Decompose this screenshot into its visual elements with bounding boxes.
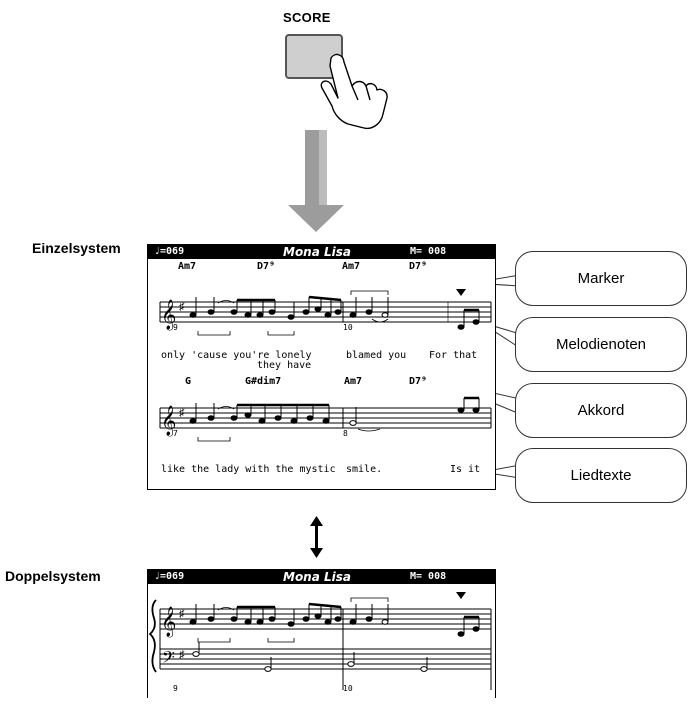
key-signature: ♯ xyxy=(179,407,185,419)
measure-display: M= 008 xyxy=(410,246,447,257)
tempo-display: ♩=069 xyxy=(154,571,185,582)
measure-number: 8 xyxy=(343,429,348,438)
chord-label: G#dim7 xyxy=(245,376,282,387)
song-title: Mona Lisa xyxy=(283,245,352,259)
pressing-hand-icon xyxy=(320,53,388,130)
single-system-label: Einzelsystem xyxy=(32,240,121,256)
marker-icon xyxy=(456,592,466,599)
grand-staff-graphics: 𝄞 𝄢 ♯ ♯ xyxy=(148,592,492,690)
lyrics-text: smile. xyxy=(346,464,383,475)
double-system-label: Doppelsystem xyxy=(5,568,101,584)
chord-label: G xyxy=(185,376,192,387)
score-button-label: SCORE xyxy=(283,10,331,25)
measure-number: 9 xyxy=(173,323,178,332)
chord-label: D7⁹ xyxy=(409,376,428,387)
lyrics-text: blamed you xyxy=(346,350,407,361)
measure-number: 7 xyxy=(173,429,178,438)
down-arrow-icon xyxy=(288,130,344,232)
treble-clef-icon: 𝄞 xyxy=(161,606,176,638)
treble-clef-icon: 𝄞 xyxy=(161,405,176,437)
chord-label: Am7 xyxy=(344,376,363,387)
tempo-display: ♩=069 xyxy=(154,246,185,257)
callout-label: Liedtexte xyxy=(570,467,632,484)
chord-label: D7⁹ xyxy=(257,261,276,272)
double-arrow-icon xyxy=(310,516,323,558)
brace-icon xyxy=(148,599,157,673)
melody-notes xyxy=(189,295,480,330)
marker-icon xyxy=(456,289,466,296)
key-signature: ♯ xyxy=(179,301,185,313)
lyrics-text: For that xyxy=(429,350,478,361)
lyrics-text: only 'cause you're lonely xyxy=(161,350,312,361)
treble-clef-icon: 𝄞 xyxy=(161,299,176,331)
callout-label: Marker xyxy=(577,270,625,287)
song-title: Mona Lisa xyxy=(283,570,352,584)
callout-chord: Akkord xyxy=(515,383,687,438)
chord-label: Am7 xyxy=(342,261,361,272)
callout-label: Akkord xyxy=(577,402,625,419)
lyrics-text: Is it xyxy=(450,464,481,475)
score-screen-double: ♩=069 Mona Lisa M= 008 𝄞 𝄢 ♯ ♯ xyxy=(147,569,496,698)
screen-header: ♩=069 Mona Lisa M= 008 xyxy=(148,245,495,259)
melody-notes xyxy=(189,396,480,426)
bass-notes xyxy=(192,642,428,672)
key-signature: ♯ xyxy=(179,608,185,620)
callout-marker: Marker xyxy=(515,251,687,306)
staff-graphics: 𝄞 ♯ xyxy=(159,289,492,442)
measure-display: M= 008 xyxy=(410,571,447,582)
callout-lyrics: Liedtexte xyxy=(515,448,687,503)
measure-number: 10 xyxy=(343,323,353,332)
lyrics-text: like the lady with the mystic xyxy=(161,464,336,475)
measure-number: 9 xyxy=(173,684,178,693)
callout-label: Melodienoten xyxy=(555,336,647,353)
callout-melody-notes: Melodienoten xyxy=(515,317,687,372)
chord-label: Am7 xyxy=(178,261,197,272)
score-screen-single: ♩=069 Mona Lisa M= 008 Am7 D7⁹ Am7 D7⁹ 𝄞… xyxy=(147,244,496,490)
measure-number: 10 xyxy=(343,684,353,693)
chord-label: D7⁹ xyxy=(409,261,428,272)
bass-clef-icon: 𝄢 xyxy=(162,647,175,671)
lyrics-text: they have xyxy=(257,360,312,371)
melody-notes xyxy=(189,602,480,637)
key-signature: ♯ xyxy=(179,649,185,661)
staff-line-2 xyxy=(159,407,492,429)
screen-header: ♩=069 Mona Lisa M= 008 xyxy=(148,570,495,584)
